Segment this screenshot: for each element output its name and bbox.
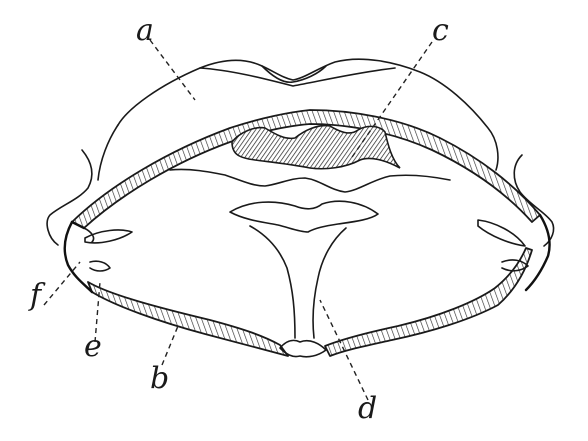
upper-shell [97,58,499,181]
inner-notch-region [169,124,451,193]
upper-rim-band [71,109,541,229]
right-side-appendages [477,154,555,292]
lower-rim-band [87,247,533,357]
label-f: f [28,278,46,313]
label-a: a [136,13,154,48]
label-b: b [150,361,169,396]
label-d: d [358,391,377,426]
label-c-top: c [432,13,449,48]
central-stalk [229,200,379,358]
leader-lines [43,39,433,401]
label-e: e [84,329,102,364]
left-side-appendages [46,149,133,294]
